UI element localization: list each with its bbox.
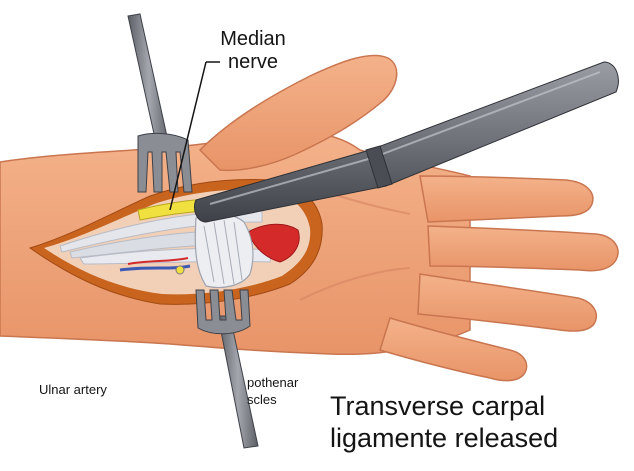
ligament-fibers — [203, 219, 243, 285]
palm-crease — [299, 267, 411, 301]
ulnar-artery — [119, 264, 191, 272]
little-finger — [379, 317, 528, 382]
upper-retractor — [127, 13, 193, 193]
caption: Transverse carpal ligamente released — [330, 390, 558, 454]
artery-red-tissue — [247, 223, 300, 263]
ulnar-artery-branch — [127, 257, 189, 265]
index-finger — [419, 175, 594, 223]
ulnar-artery-label: Ulnar artery — [39, 382, 107, 397]
lower-retractor — [195, 289, 259, 449]
median-nerve-label-line1: Median — [220, 28, 286, 50]
thumb — [198, 54, 398, 172]
ring-finger — [417, 273, 598, 332]
median-nerve-label: Median nerve — [208, 28, 298, 74]
hypothenar-muscles-label: pothenar scles — [247, 374, 298, 408]
endoscope — [193, 61, 619, 223]
retractor-fork — [137, 132, 193, 193]
endoscope-shaft — [193, 61, 619, 223]
median-nerve-pointer — [169, 61, 220, 211]
caption-line2: ligamente released — [330, 423, 559, 453]
transverse-carpal-ligament — [194, 213, 254, 289]
nerve-branch — [175, 265, 185, 275]
hypothenar-label-line2: scles — [247, 392, 277, 407]
pointer-line — [169, 61, 207, 211]
hypothenar-label-line1: pothenar — [247, 375, 299, 390]
middle-finger — [427, 225, 619, 272]
caption-line1: Transverse carpal — [330, 391, 546, 421]
retractor-fork — [195, 289, 251, 335]
median-nerve-label-line2: nerve — [227, 51, 279, 73]
endoscope-collar — [365, 145, 393, 189]
retractor-handle — [127, 13, 171, 153]
